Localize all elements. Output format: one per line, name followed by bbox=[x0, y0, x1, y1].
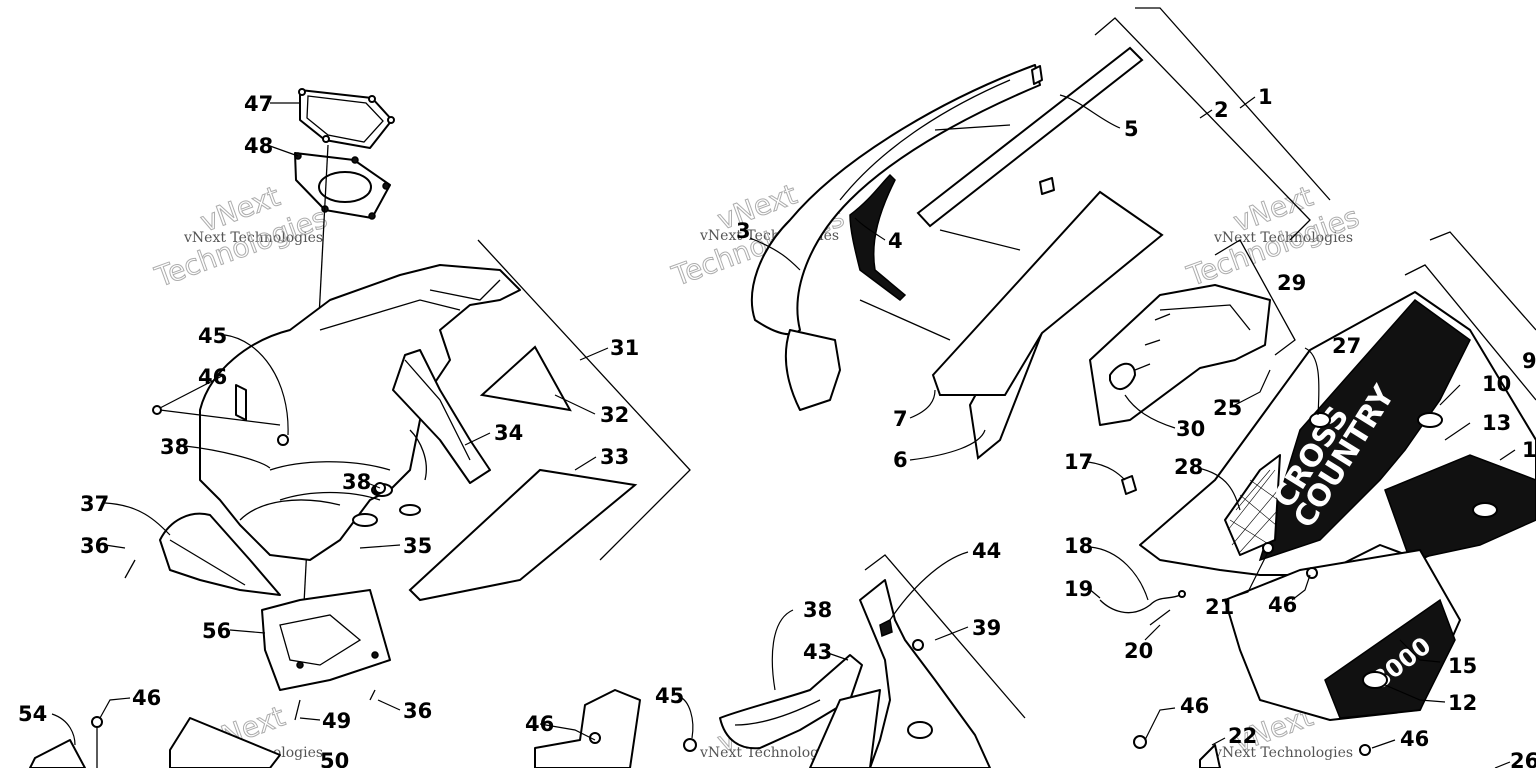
callout-13: 13 bbox=[1482, 411, 1511, 435]
callout-33: 33 bbox=[600, 445, 629, 469]
callout-labels: 47 48 45 46 38 38 37 36 35 56 49 36 54 4… bbox=[18, 85, 1536, 768]
callout-32: 32 bbox=[600, 403, 629, 427]
callout-14: 14 bbox=[1522, 438, 1536, 462]
callout-1: 1 bbox=[1258, 85, 1273, 109]
wiring-parts-17-20 bbox=[1099, 475, 1186, 626]
callout-38: 38 bbox=[160, 435, 189, 459]
callout-20: 20 bbox=[1124, 639, 1153, 663]
callout-44: 44 bbox=[972, 539, 1001, 563]
callout-7: 7 bbox=[893, 407, 908, 431]
gasket-part-47 bbox=[298, 88, 395, 149]
inner-panel-part-29 bbox=[1089, 284, 1271, 426]
callout-34: 34 bbox=[494, 421, 523, 445]
callout-36: 36 bbox=[403, 699, 432, 723]
callout-37: 37 bbox=[80, 492, 109, 516]
front-nose-part-15: 8000 bbox=[1224, 549, 1461, 721]
callout-46: 46 bbox=[1400, 727, 1429, 751]
callout-6: 6 bbox=[893, 448, 908, 472]
foam-part-7 bbox=[931, 190, 1164, 396]
callout-15: 15 bbox=[1448, 654, 1477, 678]
callout-25: 25 bbox=[1213, 396, 1242, 420]
callout-56: 56 bbox=[202, 619, 231, 643]
callout-30: 30 bbox=[1176, 417, 1205, 441]
callout-28: 28 bbox=[1174, 455, 1203, 479]
callout-49: 49 bbox=[322, 709, 351, 733]
callout-10: 10 bbox=[1482, 372, 1511, 396]
mount-plate-part-48 bbox=[294, 152, 391, 220]
watermark-text: vNext Technologies bbox=[183, 230, 323, 246]
part-50 bbox=[169, 717, 281, 768]
fastener-parts-left bbox=[124, 384, 386, 721]
callout-45: 45 bbox=[198, 324, 227, 348]
group-bracket-2 bbox=[1094, 17, 1311, 241]
callout-46: 46 bbox=[1180, 694, 1209, 718]
group-bracket-29 bbox=[1214, 239, 1296, 356]
callout-26: 26 bbox=[1510, 749, 1536, 768]
callout-3: 3 bbox=[736, 219, 751, 243]
callout-22: 22 bbox=[1228, 724, 1257, 748]
front-panel-part-37 bbox=[159, 512, 281, 596]
callout-45: 45 bbox=[655, 684, 684, 708]
group-bracket-1 bbox=[1135, 7, 1331, 201]
front-bumper-housing-part-31 bbox=[199, 264, 521, 561]
bracket-part-34 bbox=[392, 349, 491, 484]
watermark-text: vNext Technologies bbox=[1213, 745, 1353, 761]
callout-27: 27 bbox=[1332, 334, 1361, 358]
callout-5: 5 bbox=[1124, 117, 1139, 141]
group-bracket-9 bbox=[1404, 264, 1536, 401]
callout-12: 12 bbox=[1448, 691, 1477, 715]
callout-17: 17 bbox=[1064, 450, 1093, 474]
fastener-46 bbox=[91, 716, 103, 728]
callout-21: 21 bbox=[1205, 595, 1234, 619]
callout-35: 35 bbox=[403, 534, 432, 558]
callout-9: 9 bbox=[1522, 349, 1536, 373]
callout-43: 43 bbox=[803, 640, 832, 664]
callout-54: 54 bbox=[18, 702, 47, 726]
part-54 bbox=[29, 739, 86, 768]
foam-part-32 bbox=[479, 345, 572, 412]
callout-36: 36 bbox=[80, 534, 109, 558]
hood-part-9: CROSS COUNTRY bbox=[1139, 291, 1536, 576]
callout-39: 39 bbox=[972, 616, 1001, 640]
callout-38: 38 bbox=[803, 598, 832, 622]
callout-46: 46 bbox=[525, 712, 554, 736]
group-bracket-outer bbox=[1429, 231, 1536, 331]
callout-47: 47 bbox=[244, 92, 273, 116]
side-panel-part-39 bbox=[809, 579, 991, 768]
bracket-part-43 bbox=[719, 654, 863, 750]
leader-lines bbox=[51, 94, 1516, 768]
foam-part-33 bbox=[408, 468, 638, 602]
watermark-text: vNext Technologies bbox=[699, 745, 839, 761]
callout-31: 31 bbox=[610, 336, 639, 360]
clip-parts-top bbox=[859, 65, 1055, 341]
group-bracket-31 bbox=[477, 239, 691, 561]
callout-29: 29 bbox=[1277, 271, 1306, 295]
callout-46: 46 bbox=[132, 686, 161, 710]
grommet-part-45 bbox=[683, 738, 697, 752]
callout-46: 46 bbox=[198, 365, 227, 389]
windshield-panel-part-3 bbox=[750, 64, 1041, 411]
bracket-part-46-left bbox=[534, 689, 641, 768]
callout-2: 2 bbox=[1214, 98, 1229, 122]
group-bracket-39 bbox=[864, 554, 1026, 719]
callout-19: 19 bbox=[1064, 577, 1093, 601]
callout-38: 38 bbox=[342, 470, 371, 494]
callout-4: 4 bbox=[888, 229, 903, 253]
callout-46: 46 bbox=[1268, 593, 1297, 617]
fastener-parts-right bbox=[1133, 542, 1371, 768]
callout-48: 48 bbox=[244, 134, 273, 158]
watermark-text: vNext Technologies bbox=[1213, 230, 1353, 246]
foam-strip-part-5 bbox=[916, 46, 1144, 228]
callout-50: 50 bbox=[320, 749, 349, 768]
callout-18: 18 bbox=[1064, 534, 1093, 558]
lower-panel-part-56 bbox=[261, 589, 391, 691]
